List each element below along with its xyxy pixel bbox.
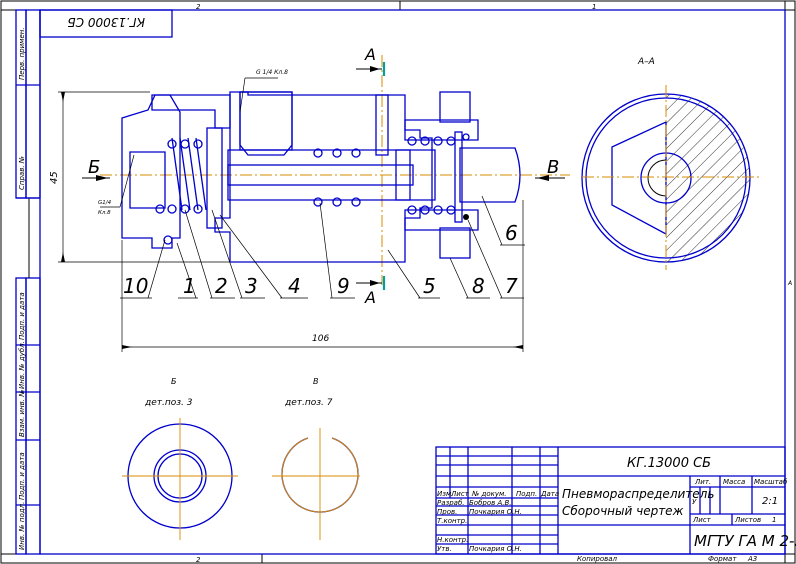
spring-coils [155,139,203,245]
part-seals [313,148,361,207]
strip-label-sprav-no: Справ. № [18,156,26,190]
section-mark-V-right: В [535,157,565,181]
strip-label-vzam-inv: Взам. инв. № [18,389,26,437]
pos-4: 4 [288,274,301,298]
strip-label-podp-data-2: Подп. и дата [18,452,26,500]
title-block-organization: МГТУ ГА М 2-2 [694,532,796,550]
hdr-doc-no: № докум. [471,490,507,498]
leader-lines [120,195,525,299]
pos-2: 2 [215,274,228,298]
format-value: А3 [747,555,757,563]
pos-10: 10 [123,274,148,298]
hdr-list: Лист [450,490,470,498]
upper-cap [151,94,231,129]
main-section-view: 10 1 2 3 4 9 5 8 7 6 А А Б [49,45,570,352]
hdr-izm: Изм. [437,490,453,498]
hdr-sheet: Лист [692,516,712,524]
dimension-106: 106 [312,334,329,344]
copied-label: Копировал [577,555,618,563]
part-pusher [459,147,521,203]
section-mark-B-left: Б [82,157,110,181]
strip-label-perv-primen: Перв. примен. [18,27,26,80]
role-nkontr: Н.контр. [437,536,468,544]
pos-6: 6 [505,221,518,245]
section-mark-A-bottom: А [356,276,386,307]
detail-view-V: В дет.поз. 7 [272,377,360,540]
strip-label-podp-data-1: Подп. и дата [18,292,26,340]
section-label-V: В [547,157,559,178]
lit-value: У [692,498,697,506]
plunger-bore [227,164,414,186]
thread-callout-left-1: G1/4 [98,200,112,206]
hdr-date: Дата [540,490,559,498]
section-view-AA: А–А [581,57,760,270]
sheets-value: 1 [772,516,776,524]
pos-3: 3 [245,274,258,298]
title-block: КГ.13000 СБ Пневмораспределитель Сборочн… [435,446,796,563]
title-block-name-line2: Сборочный чертеж [562,504,684,518]
rotated-stamp-box [39,9,173,38]
detail-B-title: Б [171,377,177,386]
section-label-A-top: А [364,45,376,64]
role-utv: Утв. [437,545,452,553]
rotated-stamp-text: КГ.13000 СБ [67,15,145,29]
section-mark-A-top: А [356,45,386,76]
thread-callout-left-2: Кл.8 [98,210,111,216]
dimension-45: 45 [49,171,60,184]
role-prov: Пров. [437,508,457,516]
detail-V-title: В [313,377,319,386]
part-left-cap [121,94,181,249]
thread-callout-top: G 1/4 Кл.8 [256,69,288,76]
format-label: Формат [708,555,737,563]
vertical-channel [375,94,389,156]
strip-label-inv-dubl: Инв. № дубл. [18,341,26,389]
scale-value: 2:1 [762,496,778,507]
name-razrab: Бобров А.В. [469,499,512,507]
detail-B-caption: дет.поз. 3 [144,398,193,408]
hdr-mass: Масса [723,478,745,486]
top-port [239,91,293,151]
pos-1: 1 [183,274,196,298]
title-block-name-line1: Пневмораспределитель [562,487,714,501]
part-body [214,91,433,263]
pos-8: 8 [472,274,485,298]
hdr-scale: Масштаб [754,478,788,486]
title-block-designation: КГ.13000 СБ [627,456,711,471]
part-disc [206,127,223,229]
detail-view-B: Б дет.поз. 3 [122,377,238,540]
part-spring [171,137,207,211]
detail-V-caption: дет.поз. 7 [284,398,333,408]
section-label-B: Б [88,157,100,178]
hdr-sign: Подп. [516,490,537,498]
inner-frame [39,9,786,555]
name-prov: Почкария О.Н. [469,508,522,516]
hex-nut-outline [611,120,667,236]
role-razrab: Разраб. [437,499,465,507]
part-nut-top [439,91,471,123]
zone-label-top-2: 2 [196,3,201,11]
pos-9: 9 [337,274,350,298]
strip-label-inv-podl: Инв. № подл. [18,502,26,550]
zone-label-top-1: 1 [592,3,596,11]
pos-5: 5 [423,274,436,298]
section-label-A-bottom: А [364,288,376,307]
name-utv: Почкария О.Н. [469,545,522,553]
zone-label-bottom-2: 2 [196,556,201,564]
section-title-AA: А–А [637,57,655,67]
position-numbers: 10 1 2 3 4 9 5 8 7 6 [123,221,518,298]
zone-label-right: A [787,280,792,287]
part-ring [454,131,463,223]
pos-7: 7 [505,274,518,298]
right-spring-coils [407,136,456,215]
hdr-sheets: Листов [734,516,761,524]
role-tkontr: Т.контр. [437,517,467,525]
part-nut-bottom [439,227,471,259]
hdr-lit: Лит. [694,478,711,486]
left-cap-bore [129,151,166,209]
left-strip: Перв. примен. Справ. № Подп. и дата Инв.… [15,9,41,555]
